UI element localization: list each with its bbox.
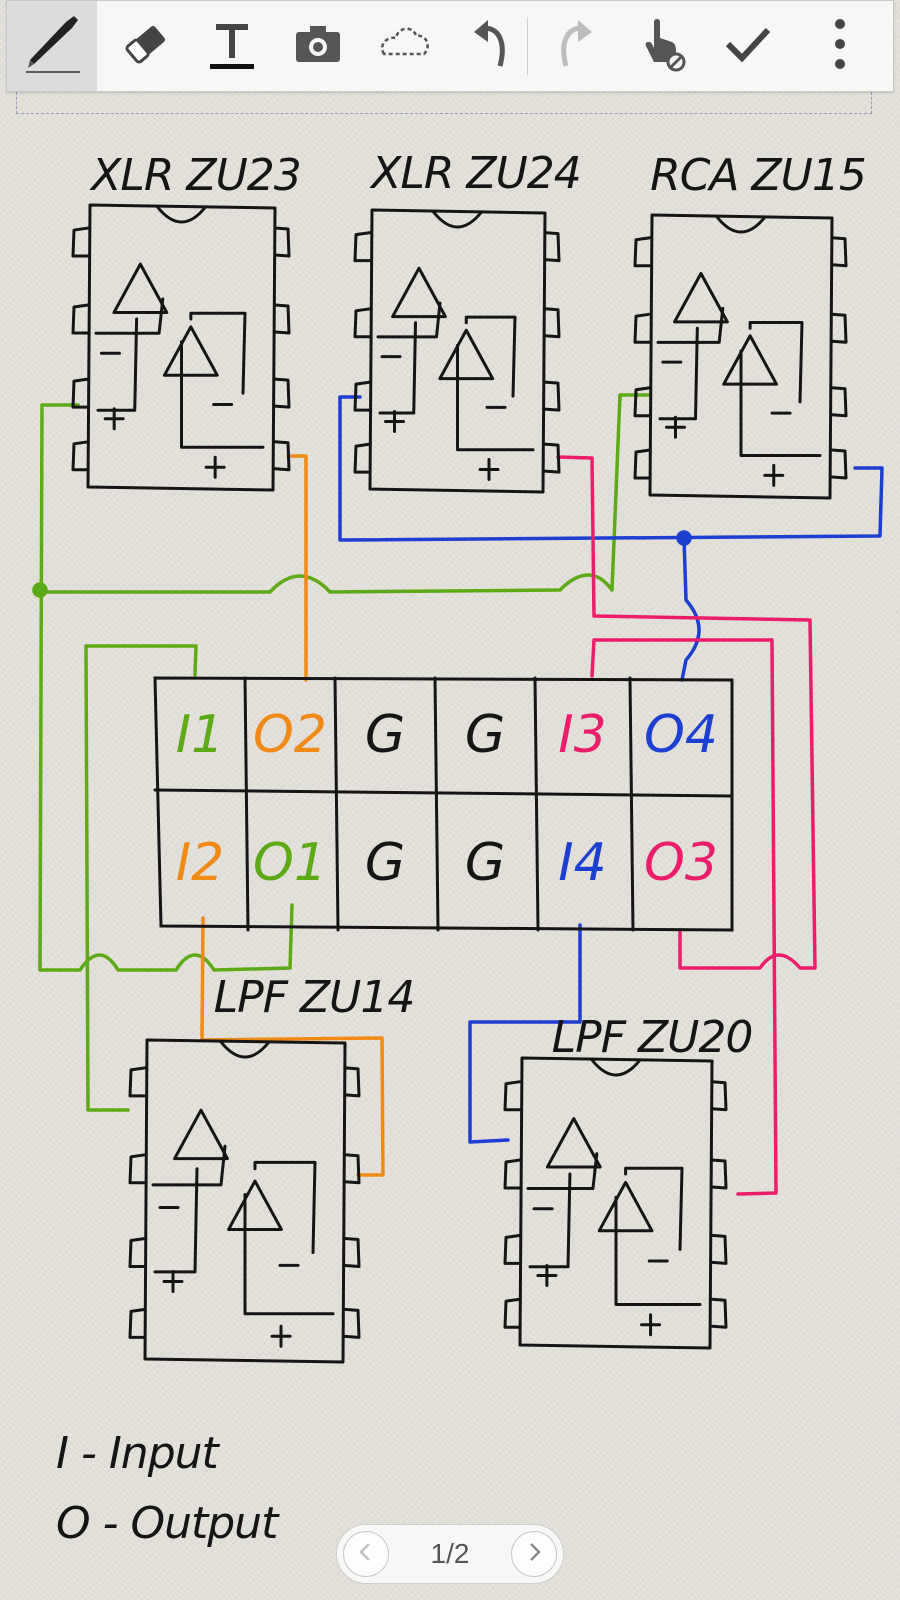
page-frame — [16, 92, 872, 114]
eraser-tool-button[interactable] — [103, 1, 189, 91]
chip-drawing — [503, 1056, 728, 1350]
chip-label: XLR ZU23 — [89, 150, 301, 201]
hand-icon — [632, 14, 692, 78]
page-indicator: 1/2 — [430, 1538, 470, 1569]
connector-divider — [433, 676, 440, 932]
pen-tool-button[interactable] — [7, 1, 97, 91]
wire-green — [38, 403, 294, 972]
done-button[interactable] — [705, 1, 791, 91]
chevron-left-icon — [354, 1540, 378, 1568]
connector-pin-label: O2 — [253, 705, 327, 765]
more-options-button[interactable] — [797, 1, 883, 91]
camera-icon — [288, 14, 348, 78]
connector-pin-label: G — [465, 705, 505, 765]
legend-output: O - Output — [56, 1498, 280, 1549]
toolbar — [6, 0, 894, 92]
lasso-select-button[interactable] — [361, 1, 447, 91]
wire-green — [38, 393, 650, 594]
connector-pin-label: G — [365, 705, 405, 765]
wire-green — [84, 644, 198, 1112]
connector-pin-label: O3 — [644, 833, 718, 893]
chevron-right-icon — [522, 1540, 546, 1568]
connector-pin-label: G — [465, 833, 505, 893]
image-capture-button[interactable] — [275, 1, 361, 91]
connector-pin-label: O4 — [644, 705, 718, 765]
wire-blue — [338, 395, 884, 542]
connector-divider — [628, 676, 635, 932]
connector-divider — [153, 788, 734, 798]
chip-label: RCA ZU15 — [650, 150, 866, 201]
redo-icon — [546, 14, 606, 78]
wire-blue — [680, 536, 701, 682]
undo-icon — [460, 14, 520, 78]
previous-page-button[interactable] — [343, 1531, 389, 1577]
eraser-icon — [116, 14, 176, 78]
chip-label: XLR ZU24 — [369, 148, 581, 199]
connector-divider — [533, 676, 540, 932]
connector-divider — [333, 676, 340, 932]
more-icon — [810, 14, 870, 78]
undo-button[interactable] — [447, 1, 533, 91]
lasso-icon — [374, 14, 434, 78]
chip-label: LPF ZU14 — [214, 972, 415, 1023]
wire-orange — [200, 916, 385, 1177]
connector-divider — [243, 676, 250, 932]
chip-drawing — [71, 203, 291, 492]
connector-outline — [153, 676, 734, 932]
connector-pin-label: I1 — [176, 705, 224, 765]
redo-button[interactable] — [533, 1, 619, 91]
chip-drawing — [353, 208, 561, 494]
wire-orange — [286, 454, 308, 682]
pen-icon — [22, 14, 82, 78]
connector-pin-label: I2 — [176, 833, 224, 893]
next-page-button[interactable] — [511, 1531, 557, 1577]
chip-drawing — [128, 1038, 361, 1364]
wire-pink — [590, 638, 778, 1196]
legend-input: I - Input — [56, 1428, 221, 1479]
chip-label: LPF ZU20 — [552, 1012, 753, 1063]
chip-drawing — [633, 213, 848, 500]
wire-blue — [468, 923, 582, 1144]
text-tool-button[interactable] — [189, 1, 275, 91]
hand-touch-toggle[interactable] — [619, 1, 705, 91]
connector-pin-label: O1 — [253, 833, 327, 893]
connector-pin-label: I4 — [558, 833, 606, 893]
connector-pin-label: I3 — [558, 705, 606, 765]
wire-pink — [556, 455, 817, 970]
text-icon — [202, 14, 262, 78]
junction-dot — [32, 582, 48, 598]
check-icon — [718, 14, 778, 78]
page-navigator: 1/2 — [336, 1524, 564, 1584]
connector-pin-label: G — [365, 833, 405, 893]
